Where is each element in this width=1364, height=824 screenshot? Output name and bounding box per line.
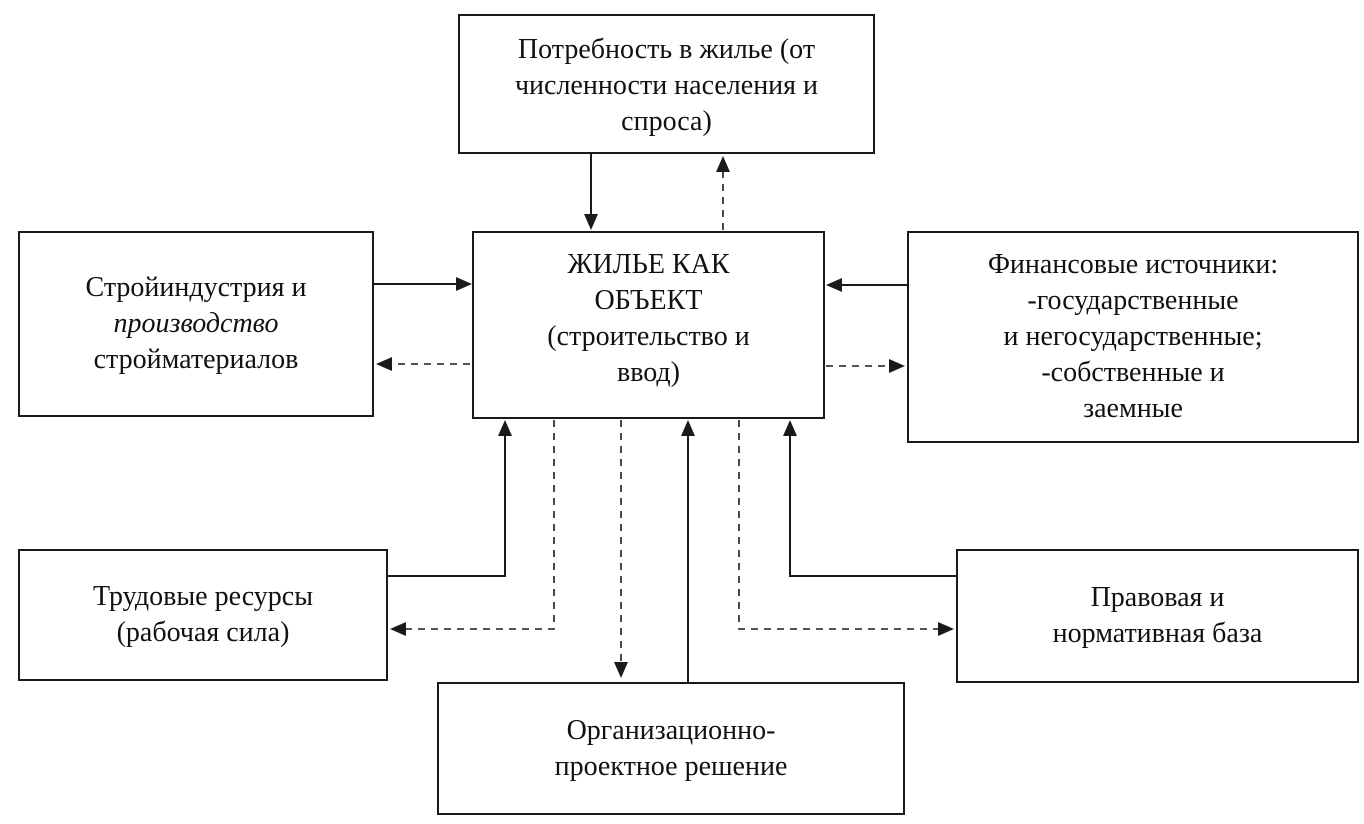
edge-housing-to-labor <box>390 420 555 636</box>
node-text-line: ввод) <box>616 357 680 388</box>
edge-demand-to-housing <box>584 154 598 230</box>
node-organizational-design: Организационно- проектное решение <box>437 682 905 815</box>
node-text-line: спроса) <box>621 106 712 137</box>
node-text-line: ОБЪЕКТ <box>594 285 703 316</box>
node-text-line: численности населения и <box>514 70 819 101</box>
node-construction-industry: Стройиндустрия и производство стройматер… <box>18 231 374 417</box>
edge-legal-to-housing <box>783 420 956 577</box>
edge-finance-to-housing <box>826 278 907 292</box>
node-text-line: ЖИЛЬЕ КАК <box>567 249 730 280</box>
node-text-line: Потребность в жилье (от <box>517 34 816 65</box>
node-text-line: Трудовые ресурсы <box>92 581 314 612</box>
node-text-line: проектное решение <box>554 750 788 782</box>
node-text-line: -государственные <box>1027 285 1239 316</box>
edge-labor-to-housing <box>388 420 512 577</box>
edge-housing-to-construction <box>376 357 470 371</box>
node-text-line: Организационно- <box>566 714 776 746</box>
node-text-line: Финансовые источники: <box>987 249 1279 280</box>
edge-housing-to-demand <box>716 156 730 230</box>
node-text-line: -собственные и <box>1041 357 1225 388</box>
node-legal-base: Правовая и нормативная база <box>956 549 1359 683</box>
edge-construction-to-housing <box>374 277 472 291</box>
edge-org-to-housing <box>681 420 695 682</box>
node-housing-object: ЖИЛЬЕ КАК ОБЪЕКТ (строительство и ввод) <box>472 231 825 419</box>
edge-housing-to-org <box>614 420 628 678</box>
node-labor-resources: Трудовые ресурсы (рабочая сила) <box>18 549 388 681</box>
node-text-line: и негосударственные; <box>1003 321 1263 352</box>
node-text-line: Правовая и <box>1090 582 1225 613</box>
node-text-line: заемные <box>1083 393 1183 424</box>
edge-housing-to-legal <box>738 420 954 636</box>
edge-housing-to-finance <box>826 359 905 373</box>
node-text-line: нормативная база <box>1052 618 1263 649</box>
node-text-line: производство <box>113 308 279 339</box>
node-financial-sources: Финансовые источники: -государственные и… <box>907 231 1359 443</box>
node-text-line: стройматериалов <box>93 344 299 375</box>
node-housing-demand: Потребность в жилье (от численности насе… <box>458 14 875 154</box>
node-text-line: (строительство и <box>547 321 750 352</box>
node-text-line: Стройиндустрия и <box>85 272 307 303</box>
node-text-line: (рабочая сила) <box>116 617 290 648</box>
